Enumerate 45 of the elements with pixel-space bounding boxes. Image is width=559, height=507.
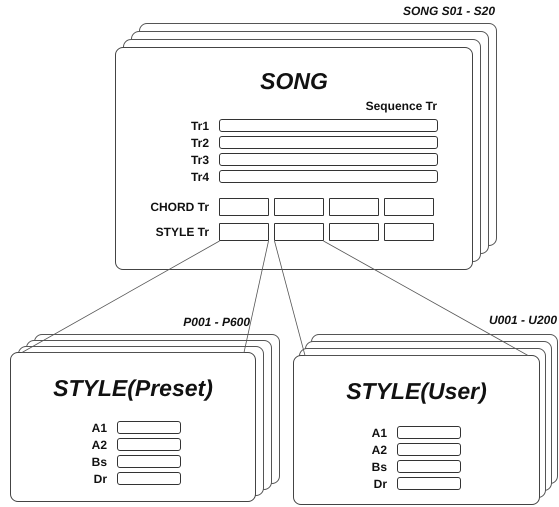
track-cell [274,223,324,241]
track-cell [274,198,324,216]
track-bar [219,153,438,166]
range-label: P001 - P600 [183,315,250,329]
card [293,355,540,505]
track-bar [397,460,461,473]
track-label: A2 [92,438,107,452]
track-bar [397,443,461,456]
track-label: Tr1 [190,118,209,132]
track-cell [329,223,379,241]
connector-line [20,240,269,353]
track-cell [384,223,434,241]
track-label: Tr2 [190,136,209,150]
track-bar [397,426,461,439]
track-label: A1 [92,420,107,434]
track-bar [117,472,181,485]
track-bar [117,438,181,451]
track-bar [397,477,461,490]
track-bar [219,170,438,183]
track-label: Dr [374,476,387,490]
track-bar [117,455,181,468]
track-label: STYLE Tr [156,225,209,239]
track-bar [219,136,438,149]
track-label: A2 [372,442,387,456]
track-cell [219,198,269,216]
track-label: Dr [94,472,107,486]
track-label: A1 [372,426,387,440]
range-label: SONG S01 - S20 [402,4,495,18]
card [115,47,473,270]
track-label: CHORD Tr [150,200,209,214]
card-title: SONG [259,68,329,95]
card-title: STYLE(User) [345,378,488,405]
track-bar [117,421,181,434]
track-bar [219,119,438,132]
track-cell [384,198,434,216]
card [10,352,256,502]
track-label: Tr3 [190,152,209,166]
track-label: Tr4 [190,170,209,184]
range-label: U001 - U200 [488,313,557,327]
track-label: Bs [372,460,387,474]
section-label: Sequence Tr [366,99,437,113]
track-cell [329,198,379,216]
track-cell [219,223,269,241]
card-title: STYLE(Preset) [52,375,214,402]
track-label: Bs [92,454,107,468]
